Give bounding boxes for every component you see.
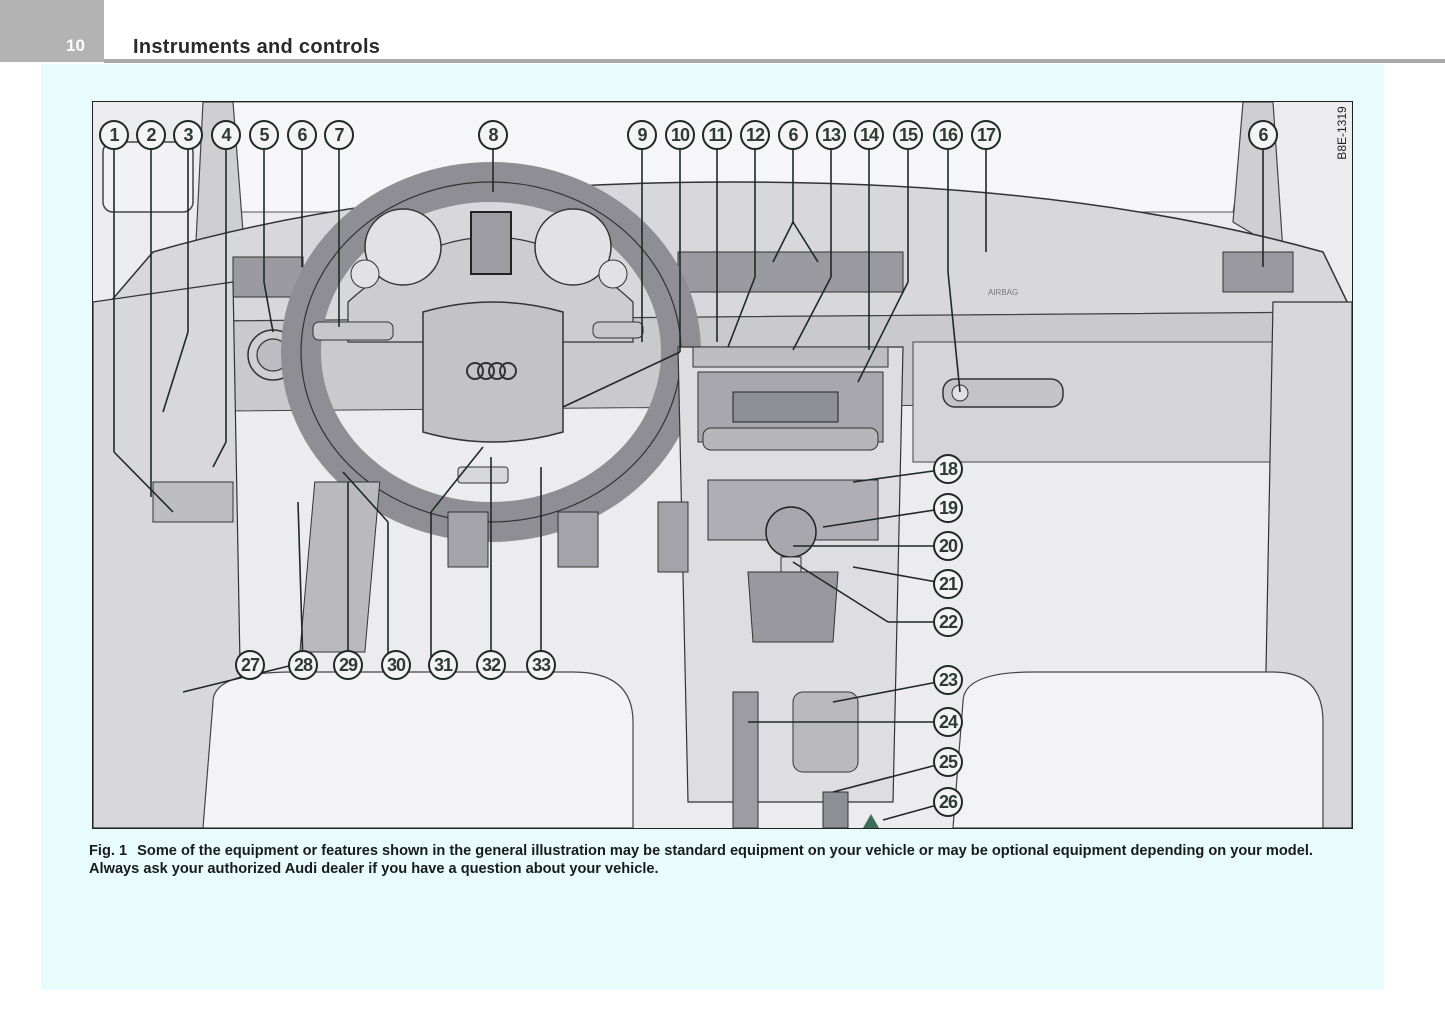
dashboard-drawing: AIRBAG <box>93 102 1352 828</box>
figure-code-text: B8E-1319 <box>1335 106 1349 160</box>
page-number: 10 <box>66 36 85 55</box>
callout-11: 11 <box>702 120 732 150</box>
callout-21: 21 <box>933 569 963 599</box>
callout-2: 2 <box>136 120 166 150</box>
callout-9: 9 <box>627 120 657 150</box>
callout-5: 5 <box>249 120 279 150</box>
callout-27: 27 <box>235 650 265 680</box>
callout-22: 22 <box>933 607 963 637</box>
callout-8: 8 <box>478 120 508 150</box>
callout-16: 16 <box>933 120 963 150</box>
callout-12: 12 <box>740 120 770 150</box>
callout-10: 10 <box>665 120 695 150</box>
figure-code: B8E-1319 <box>1333 104 1351 162</box>
callout-7: 7 <box>324 120 354 150</box>
page-number-tab <box>0 0 104 62</box>
callout-6-center-vent: 6 <box>778 120 808 150</box>
callout-29: 29 <box>333 650 363 680</box>
airbag-label: AIRBAG <box>988 288 1018 297</box>
callout-13: 13 <box>816 120 846 150</box>
callout-26: 26 <box>933 787 963 817</box>
callout-31: 31 <box>428 650 458 680</box>
callout-4: 4 <box>211 120 241 150</box>
callout-23: 23 <box>933 665 963 695</box>
callout-17: 17 <box>971 120 1001 150</box>
callout-25: 25 <box>933 747 963 777</box>
callout-6-right-vent: 6 <box>1248 120 1278 150</box>
callout-24: 24 <box>933 707 963 737</box>
callout-20: 20 <box>933 531 963 561</box>
callout-3: 3 <box>173 120 203 150</box>
callout-28: 28 <box>288 650 318 680</box>
callout-15: 15 <box>893 120 923 150</box>
dashboard-illustration: AIRBAG <box>92 101 1353 829</box>
callout-1: 1 <box>99 120 129 150</box>
caption-text: Some of the equipment or features shown … <box>89 843 1313 877</box>
callout-14: 14 <box>854 120 884 150</box>
callout-19: 19 <box>933 493 963 523</box>
figure-label: Fig. 1 <box>89 843 128 859</box>
figure-caption: Fig. 1 Some of the equipment or features… <box>89 843 1351 878</box>
callout-30: 30 <box>381 650 411 680</box>
callout-33: 33 <box>526 650 556 680</box>
header-divider <box>104 59 1445 63</box>
callout-6-left-vent: 6 <box>287 120 317 150</box>
callout-32: 32 <box>476 650 506 680</box>
section-title: Instruments and controls <box>133 36 381 58</box>
callout-18: 18 <box>933 454 963 484</box>
